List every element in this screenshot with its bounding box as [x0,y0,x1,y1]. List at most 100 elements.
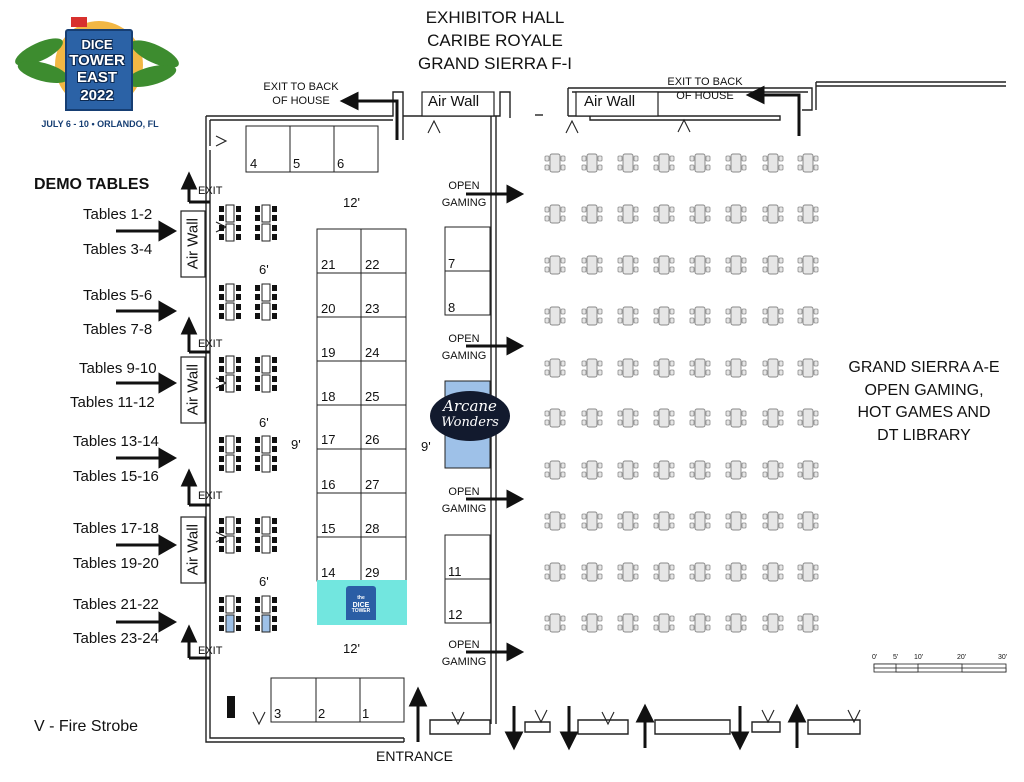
demo-chair [272,625,277,631]
gaming-chair [778,257,784,264]
demo-chair [255,527,260,533]
gaming-chair [597,206,603,213]
gaming-chair [653,164,659,171]
gaming-chair [544,462,550,469]
gaming-chair [778,266,784,273]
gaming-chair [617,564,623,571]
demo-label-21-22: Tables 21-22 [73,596,159,613]
gaming-chair [633,564,639,571]
gaming-chair [741,462,747,469]
gaming-table [549,204,561,224]
demo-chair [236,304,241,310]
gaming-table [658,562,670,582]
gaming-chair [560,471,566,478]
demo-chair [219,437,224,443]
gaming-chair [762,360,768,367]
air-wall-label-top-left: Air Wall [428,93,480,110]
gaming-chair [689,360,695,367]
grand-sierra-line2: OPEN GAMING, [864,381,984,399]
demo-table [261,614,271,633]
gaming-chair [689,257,695,264]
demo-chair [219,215,224,221]
gaming-chair [669,215,675,222]
gaming-table [767,460,779,480]
gaming-chair [544,522,550,529]
demo-table [261,223,271,242]
booth-19: 19 [321,345,336,360]
gaming-table [730,153,742,173]
gaming-chair [597,471,603,478]
demo-chair [272,518,277,524]
gaming-chair [669,266,675,273]
gaming-chair [778,419,784,426]
gaming-chair [705,624,711,631]
gaming-chair [560,317,566,324]
demo-table [225,355,235,374]
demo-chair [255,537,260,543]
demo-table [261,454,271,473]
gaming-chair [689,369,695,376]
gaming-chair [689,573,695,580]
air-wall-label-demo-2: Air Wall [184,364,202,416]
gaming-chair [705,215,711,222]
booths-bottom [270,677,405,723]
demo-chair [255,456,260,462]
demo-table [225,614,235,633]
gaming-chair [797,360,803,367]
booths-top [245,125,379,173]
gaming-chair [797,215,803,222]
gaming-chair [633,573,639,580]
gaming-chair [741,206,747,213]
gaming-chair [669,462,675,469]
gaming-chair [560,308,566,315]
demo-table [225,595,235,614]
gaming-chair [797,266,803,273]
demo-chair [255,437,260,443]
open-gaming-4-line2: GAMING [441,655,487,668]
gaming-chair [741,308,747,315]
gaming-chair [597,624,603,631]
demo-chair [255,357,260,363]
booth-24: 24 [365,345,380,360]
demo-chair [236,437,241,443]
demo-chair [272,376,277,382]
gaming-chair [689,615,695,622]
gaming-chair [544,164,550,171]
gaming-table [622,204,634,224]
grand-sierra-line4: DT LIBRARY [877,427,971,445]
demo-chair [272,366,277,372]
demo-label-5-6: Tables 5-6 [83,287,153,304]
dimension-demo-gap-2: 6' [259,415,269,430]
gaming-chair [581,257,587,264]
demo-chair [236,285,241,291]
demo-chair [272,446,277,452]
gaming-chair [581,462,587,469]
gaming-chair [797,257,803,264]
demo-chair [219,527,224,533]
gaming-chair [741,471,747,478]
gaming-chair [725,624,731,631]
gaming-chair [669,369,675,376]
gaming-chair [669,317,675,324]
booth-16: 16 [321,477,336,492]
gaming-chair [581,564,587,571]
demo-label-13-14: Tables 13-14 [73,433,159,450]
gaming-chair [617,360,623,367]
gaming-chair [778,573,784,580]
gaming-table [767,511,779,531]
gaming-chair [597,564,603,571]
gaming-table [622,358,634,378]
gaming-chair [633,266,639,273]
gaming-chair [597,573,603,580]
gaming-table [622,460,634,480]
gaming-chair [581,360,587,367]
gaming-chair [813,419,819,426]
gaming-table [767,255,779,275]
gaming-chair [741,369,747,376]
gaming-chair [725,573,731,580]
gaming-chair [544,369,550,376]
gaming-table [586,255,598,275]
gaming-table [694,153,706,173]
gaming-chair [741,573,747,580]
gaming-table [802,460,814,480]
